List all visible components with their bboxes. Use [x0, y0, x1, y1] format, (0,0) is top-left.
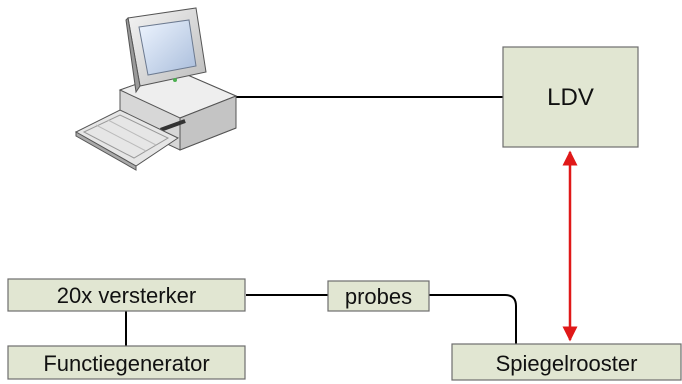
probes-label: probes — [345, 284, 412, 309]
function-generator-node: Functiegenerator — [7, 345, 246, 380]
probes-box — [327, 280, 430, 312]
computer-icon — [74, 7, 238, 171]
function-generator-label: Functiegenerator — [43, 351, 209, 376]
ldv-box — [502, 46, 639, 148]
ldv-label: LDV — [547, 84, 594, 111]
probes-grating-connection — [429, 294, 517, 344]
mirror-grating-node: Spiegelrooster — [451, 343, 682, 381]
function-generator-box — [7, 345, 246, 380]
ldv-node: LDV — [502, 46, 639, 148]
mirror-grating-box — [451, 343, 682, 381]
amplifier-label: 20x versterker — [57, 283, 196, 308]
probes-node: probes — [327, 280, 430, 312]
amplifier-box — [7, 278, 246, 312]
mirror-grating-label: Spiegelrooster — [496, 351, 638, 376]
amplifier-node: 20x versterker — [7, 278, 246, 312]
